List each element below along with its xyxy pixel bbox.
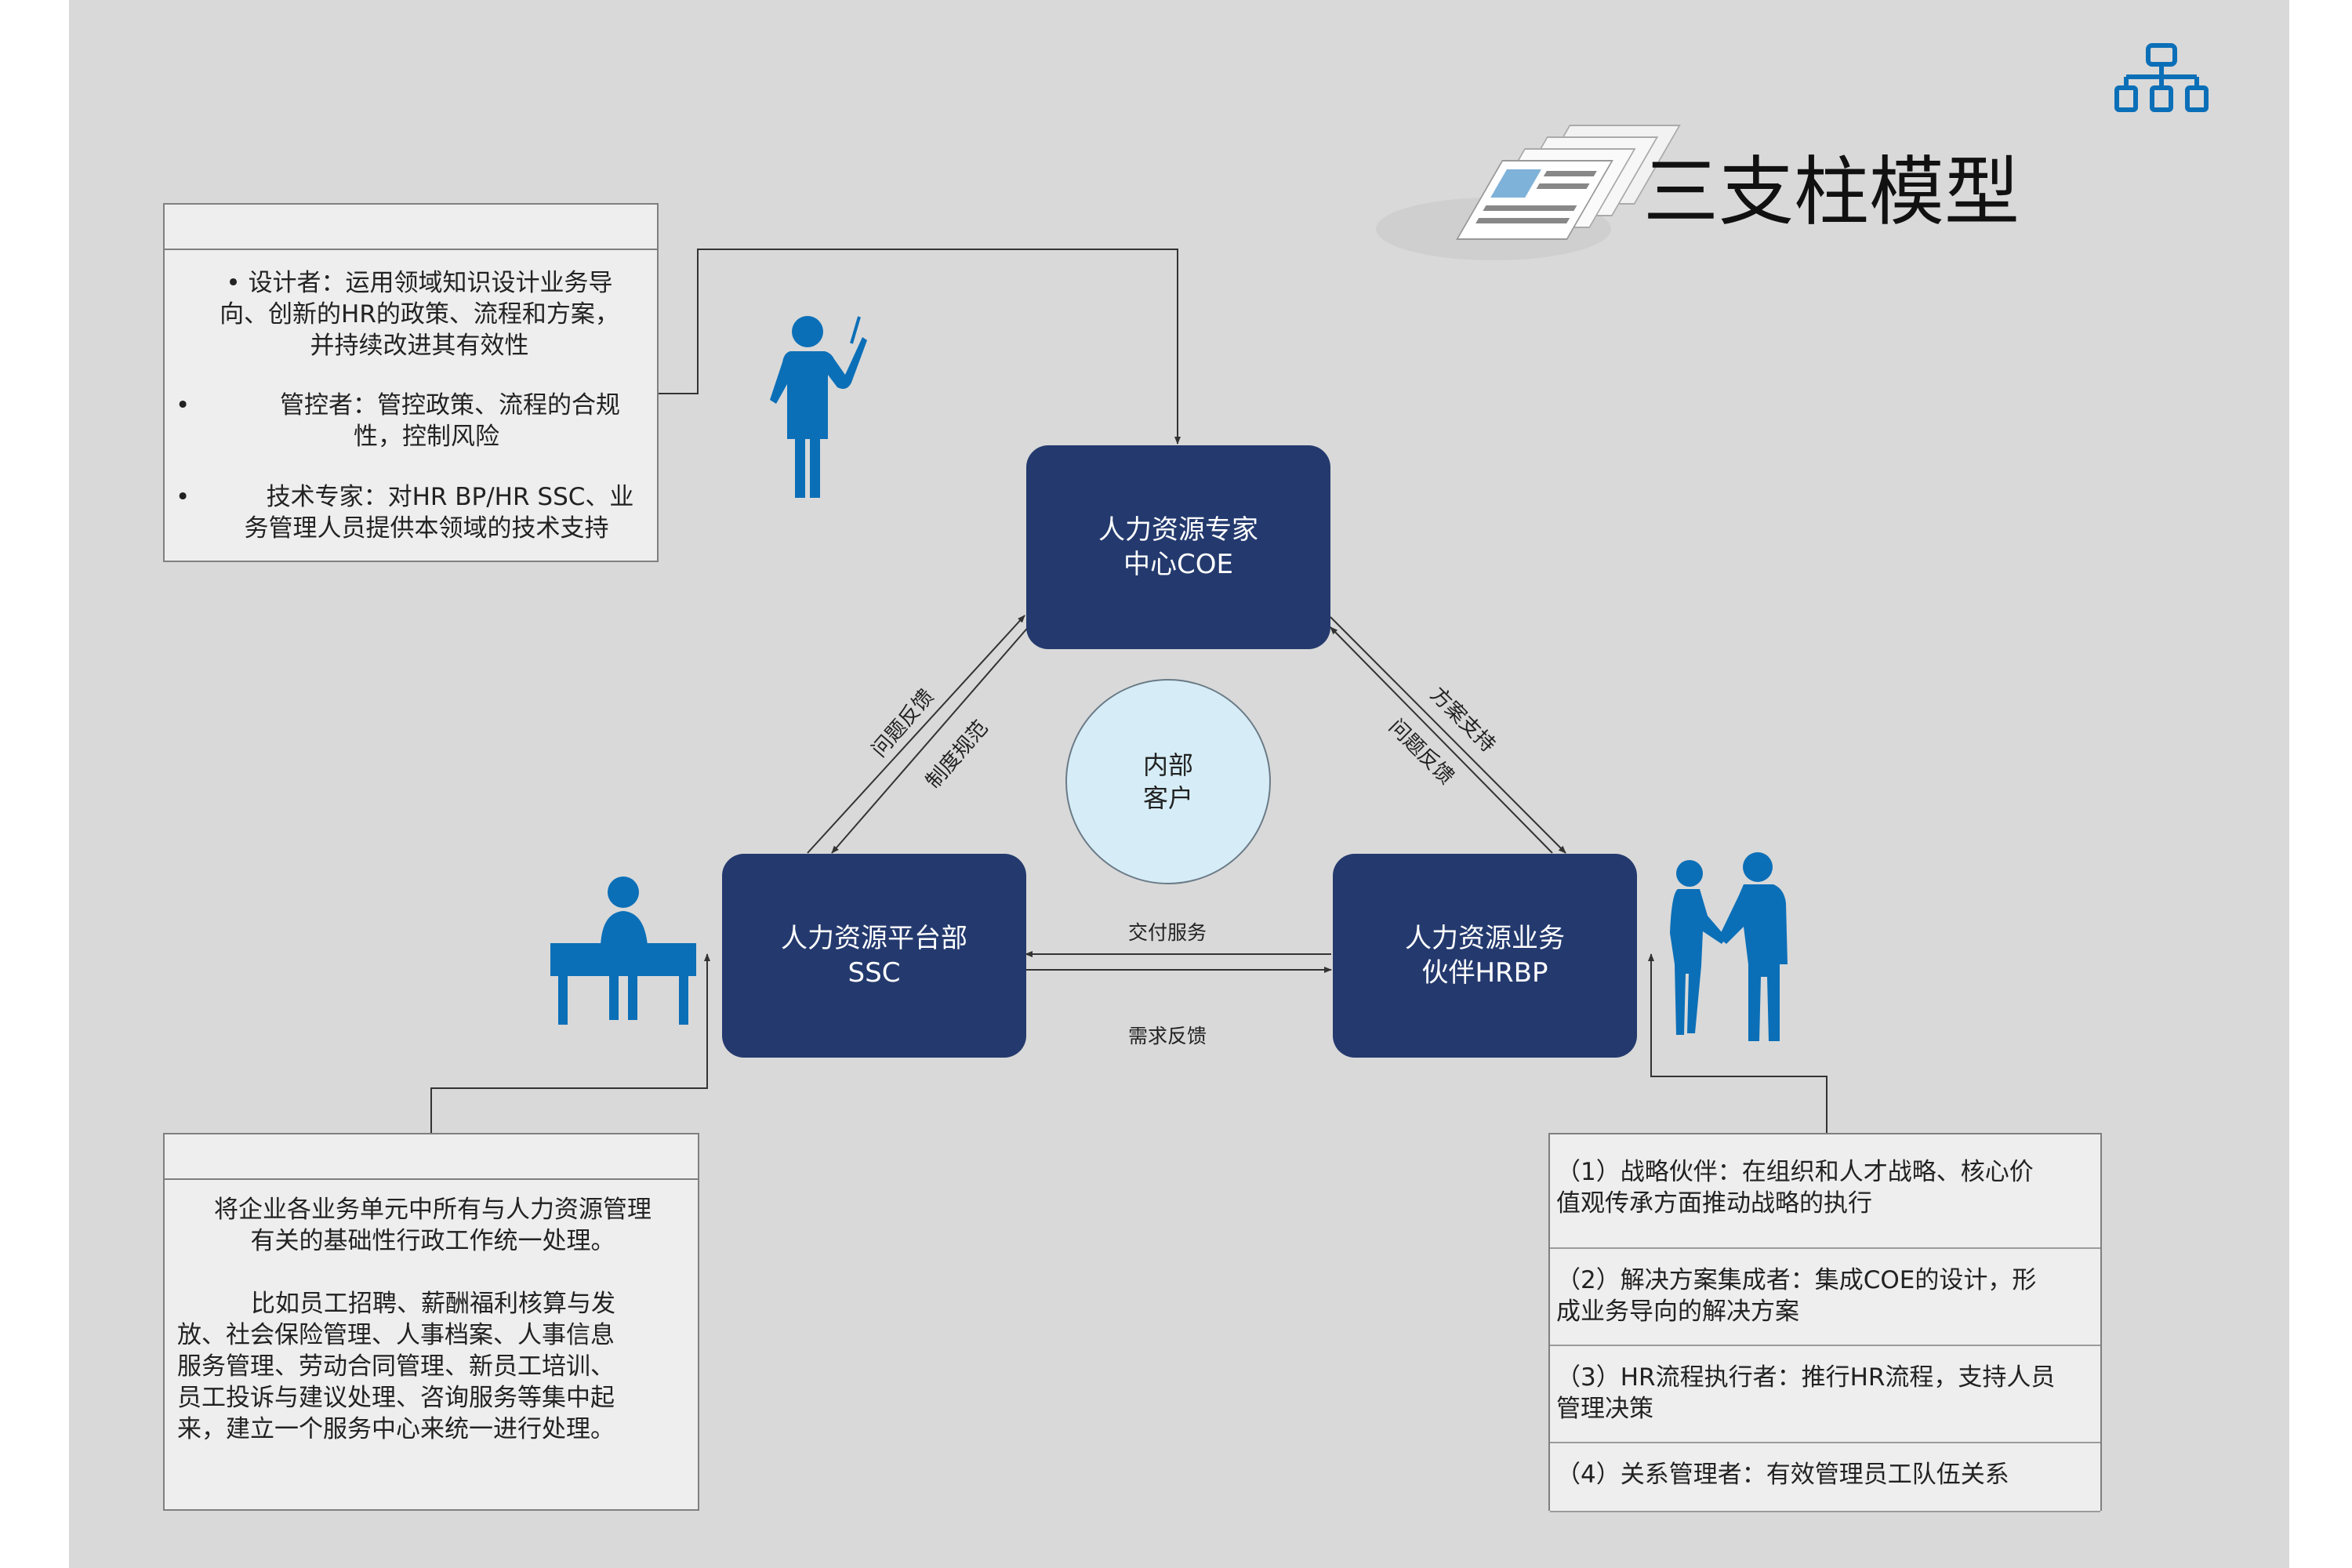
hrbp-row-3: （3）HR流程执行者：推行HR流程，支持人员 管理决策 xyxy=(1550,1346,2100,1443)
coe-item-1-line-2: 向、创新的HR的政策、流程和方案， xyxy=(220,300,619,328)
ssc-para-2-line-1: 比如员工招聘、薪酬福利核算与发 xyxy=(251,1290,615,1318)
ssc-para-2-line-5: 来，建立一个服务中心来统一进行处理。 xyxy=(177,1415,615,1443)
ssc-para-2-line-2: 放、社会保险管理、人事档案、人事信息 xyxy=(177,1321,615,1349)
ssc-box-header xyxy=(165,1134,698,1180)
ssc-para-2-line-3: 服务管理、劳动合同管理、新员工培训、 xyxy=(177,1352,615,1381)
node-ssc-line-1: 人力资源平台部 xyxy=(781,923,967,954)
center-line-2: 客户 xyxy=(1142,783,1193,813)
coe-item-3-line-1: 技术专家：对HR BP/HR SSC、业 xyxy=(266,483,634,511)
node-ssc[interactable]: 人力资源平台部 SSC xyxy=(722,854,1026,1058)
hrbp-row-3-line-2: 管理决策 xyxy=(1556,1395,1653,1423)
ssc-description-box: 将企业各业务单元中所有与人力资源管理 有关的基础性行政工作统一处理。 比如员工招… xyxy=(163,1133,699,1511)
ssc-para-1-line-2: 有关的基础性行政工作统一处理。 xyxy=(250,1227,615,1255)
center-line-1: 内部 xyxy=(1142,750,1193,780)
hrbp-row-2-line-1: （2）解决方案集成者：集成COE的设计，形 xyxy=(1556,1266,2037,1294)
label-coe-to-hrbp: 方案支持 xyxy=(1425,683,1500,757)
node-ssc-line-2: SSC xyxy=(848,957,901,989)
hrbp-row-3-line-1: （3）HR流程执行者：推行HR流程，支持人员 xyxy=(1556,1363,2056,1392)
ssc-para-1-line-1: 将企业各业务单元中所有与人力资源管理 xyxy=(214,1196,652,1224)
ssc-para-2: 比如员工招聘、薪酬福利核算与发 放、社会保险管理、人事档案、人事信息 服务管理、… xyxy=(177,1288,688,1445)
label-hrbp-to-ssc: 需求反馈 xyxy=(1128,1025,1207,1047)
hrbp-row-2: （2）解决方案集成者：集成COE的设计，形 成业务导向的解决方案 xyxy=(1550,1249,2100,1346)
hrbp-description-box: （1）战略伙伴：在组织和人才战略、核心价 值观传承方面推动战略的执行 （2）解决… xyxy=(1548,1133,2102,1512)
coe-item-3-line-2: 务管理人员提供本领域的技术支持 xyxy=(244,514,609,543)
node-hrbp-line-2: 伙伴HRBP xyxy=(1421,957,1548,989)
page-title: 三支柱模型 xyxy=(1643,148,2020,236)
connector-ssc-note xyxy=(430,953,710,1133)
coe-item-3: • 技术专家：对HR BP/HR SSC、业 务管理人员提供本领域的技术支持 xyxy=(176,481,654,544)
coe-item-1-line-3: 并持续改进其有效性 xyxy=(310,332,529,360)
coe-item-2: • 管控者：管控政策、流程的合规 性，控制风险 xyxy=(176,390,654,452)
coe-item-2-line-2: 性，控制风险 xyxy=(354,423,499,451)
teacher-icon xyxy=(770,316,867,498)
node-hrbp-line-1: 人力资源业务 xyxy=(1405,923,1565,954)
label-ssc-to-hrbp: 交付服务 xyxy=(1128,921,1207,944)
coe-box-header xyxy=(165,205,657,250)
desk-worker-icon xyxy=(550,877,696,1025)
node-internal-customer[interactable]: 内部 客户 xyxy=(1065,679,1271,884)
hrbp-row-2-line-2: 成业务导向的解决方案 xyxy=(1556,1298,1799,1326)
coe-item-1-line-1: • 设计者：运用领域知识设计业务导 xyxy=(226,269,613,297)
coe-description-box: • 设计者：运用领域知识设计业务导 向、创新的HR的政策、流程和方案， 并持续改… xyxy=(163,203,659,562)
ssc-para-2-line-4: 员工投诉与建议处理、咨询服务等集中起 xyxy=(177,1384,615,1412)
node-hrbp[interactable]: 人力资源业务 伙伴HRBP xyxy=(1333,854,1637,1058)
ssc-para-1: 将企业各业务单元中所有与人力资源管理 有关的基础性行政工作统一处理。 xyxy=(177,1194,688,1257)
arrow-ssc-to-coe xyxy=(807,615,1025,854)
label-hrbp-to-coe: 问题反馈 xyxy=(1384,715,1458,789)
documents-icon xyxy=(1376,125,1681,260)
coe-item-1: • 设计者：运用领域知识设计业务导 向、创新的HR的政策、流程和方案， 并持续改… xyxy=(188,267,651,361)
node-coe-line-2: 中心COE xyxy=(1123,549,1233,580)
coe-item-2-line-1: 管控者：管控政策、流程的合规 xyxy=(280,391,620,419)
hrbp-row-1-line-1: （1）战略伙伴：在组织和人才战略、核心价 xyxy=(1556,1158,2034,1186)
node-coe-line-1: 人力资源专家 xyxy=(1098,514,1258,546)
arrow-coe-to-hrbp xyxy=(1330,616,1566,854)
node-coe[interactable]: 人力资源专家 中心COE xyxy=(1026,445,1330,649)
arrow-coe-to-ssc xyxy=(831,624,1031,854)
hrbp-row-4-line-1: （4）关系管理者：有效管理员工队伍关系 xyxy=(1556,1461,2009,1489)
arrow-hrbp-to-coe xyxy=(1330,626,1553,854)
org-chart-icon xyxy=(2114,43,2209,112)
hrbp-row-1-line-2: 值观传承方面推动战略的执行 xyxy=(1556,1189,1872,1218)
handshake-icon xyxy=(1670,852,1788,1041)
connector-hrbp-note xyxy=(1648,953,1828,1133)
connector-coe-note xyxy=(659,249,1181,445)
label-coe-to-ssc: 制度规范 xyxy=(922,717,993,793)
hrbp-row-1: （1）战略伙伴：在组织和人才战略、核心价 值观传承方面推动战略的执行 xyxy=(1550,1134,2100,1249)
label-ssc-to-coe: 问题反馈 xyxy=(868,685,939,762)
hrbp-row-4: （4）关系管理者：有效管理员工队伍关系 xyxy=(1550,1443,2100,1512)
